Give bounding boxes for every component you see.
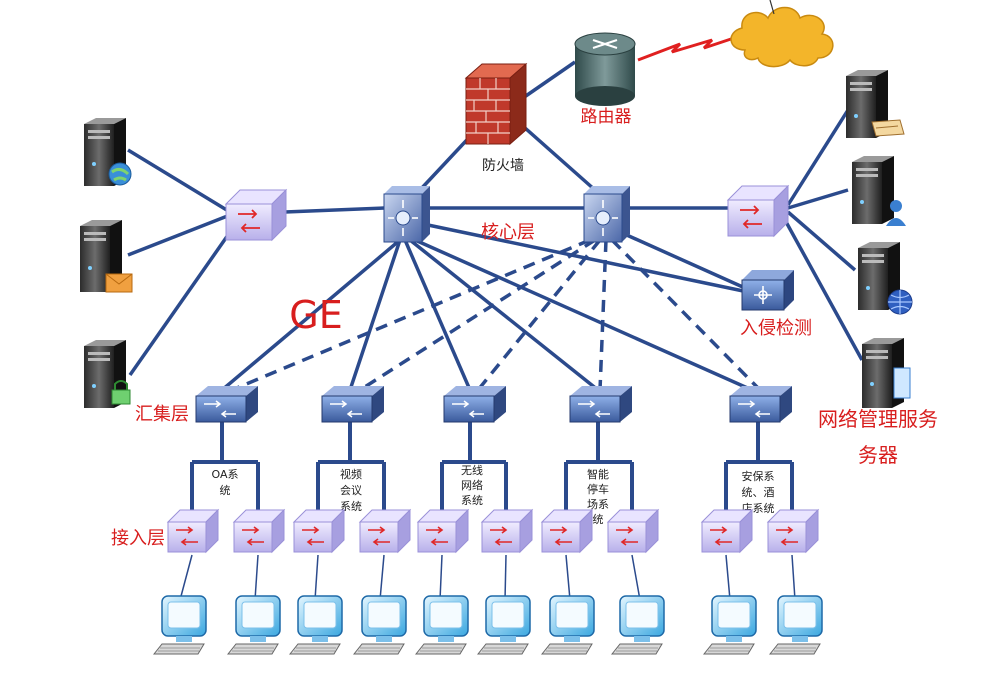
server-screen-icon [862, 338, 911, 408]
link [414, 238, 753, 392]
link [284, 206, 386, 214]
access-switch-icon [292, 508, 346, 554]
aggregation-switch-icon [443, 386, 506, 423]
link [783, 219, 864, 361]
intrusion-detection-icon [741, 270, 794, 311]
access-switch-icon [766, 508, 820, 554]
system-label: OA系 [212, 468, 239, 481]
server-user-icon [852, 156, 906, 226]
workstation-icon [288, 595, 343, 655]
link-backup [610, 238, 762, 392]
link [408, 238, 600, 392]
link [786, 109, 850, 206]
access-switch-icon [358, 508, 412, 554]
firewall-icon [464, 62, 528, 146]
workstation-icon [226, 595, 281, 655]
aggregation-switches [195, 386, 792, 423]
aggregation-switch-icon [195, 386, 258, 423]
dashed-links [231, 238, 762, 392]
server-globe-icon [858, 242, 913, 315]
core-switch-2-icon [583, 186, 630, 243]
workstation-icon [476, 595, 531, 655]
server-lock-icon [84, 340, 131, 408]
mgmt-server-label-line1: 网络管理服务 [818, 407, 938, 431]
link-backup [476, 238, 602, 392]
access-switch-icon [166, 508, 220, 554]
router-icon [574, 32, 636, 106]
right-servers [846, 70, 913, 408]
server-document-icon [846, 70, 905, 138]
system-label: 停车 [587, 482, 609, 496]
aggregation-switch-icon [569, 386, 632, 423]
aggregation-switch-icon [729, 386, 792, 423]
workstation-icon [540, 595, 595, 655]
left-servers [80, 118, 133, 408]
link [348, 239, 402, 391]
workstation-icon [768, 595, 823, 655]
router-label: 路由器 [581, 107, 632, 127]
access-switches [166, 508, 820, 554]
link [523, 126, 597, 192]
left-server-switch-icon [224, 188, 288, 242]
access-switch-icon [232, 508, 286, 554]
link-backup [359, 238, 596, 392]
link [127, 148, 231, 214]
ge-label: GE [289, 293, 342, 337]
workstation-icon [152, 595, 207, 655]
system-label: 会议 [340, 484, 362, 497]
workstation-icon [610, 595, 665, 655]
link-backup [598, 239, 608, 391]
system-label: 系统 [340, 500, 362, 513]
link [427, 223, 749, 294]
link [619, 230, 746, 290]
system-label: 系统 [461, 494, 483, 507]
access-layer-label: 接入层 [111, 528, 165, 549]
system-labels: OA系 统 视频 会议 系统 无线 网络 系统 智能 停车 场系 统 安保系 统… [212, 463, 775, 526]
workstation-icon [414, 595, 469, 655]
access-switch-icon [606, 508, 660, 554]
system-label: 场系 [587, 497, 609, 511]
access-switch-icon [480, 508, 534, 554]
system-label: 统 [593, 513, 604, 526]
links [127, 60, 864, 392]
mgmt-server-label-line2: 务器 [858, 443, 898, 467]
system-label: 智能 [587, 467, 609, 481]
system-label: 网络 [461, 478, 483, 492]
core-switch-1-icon [383, 186, 430, 243]
access-links [190, 420, 794, 518]
right-server-switch-icon [726, 184, 790, 238]
system-label: 无线 [461, 463, 483, 477]
wan-link-bolt [637, 34, 741, 62]
workstations [152, 595, 823, 655]
link [128, 223, 237, 377]
pc-links [179, 554, 796, 601]
core-layer-label: 核心层 [481, 222, 535, 243]
internet-cloud-icon [730, 0, 834, 68]
system-label: 安保系 [742, 469, 775, 483]
system-label: 统、酒 [742, 486, 775, 499]
link [220, 238, 402, 392]
link-backup [231, 238, 591, 392]
system-label: 视频 [340, 467, 362, 481]
link [519, 60, 576, 102]
ids-label: 入侵检测 [740, 318, 812, 339]
access-switch-icon [540, 508, 594, 554]
link [786, 210, 857, 272]
access-switch-icon [416, 508, 470, 554]
workstation-icon [702, 595, 757, 655]
link [787, 188, 849, 210]
firewall-label: 防火墙 [482, 158, 524, 174]
aggregation-layer-label: 汇集层 [135, 404, 189, 425]
access-switch-icon [700, 508, 754, 554]
aggregation-switch-icon [321, 386, 384, 423]
system-label: 统 [220, 484, 231, 497]
server-mail-icon [80, 220, 133, 293]
link [403, 239, 472, 391]
workstation-icon [352, 595, 407, 655]
server-globe-icon [84, 118, 132, 186]
link [127, 213, 231, 257]
